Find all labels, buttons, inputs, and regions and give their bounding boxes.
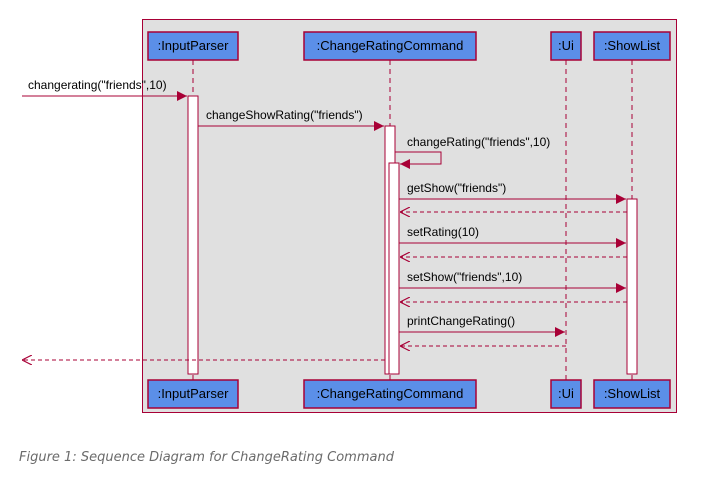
activations bbox=[187, 95, 638, 375]
participant-ui-top: :Ui bbox=[550, 31, 582, 61]
participant-changeratingcommand-bottom: :ChangeRatingCommand bbox=[303, 379, 477, 409]
figure-caption: Figure 1: Sequence Diagram for ChangeRat… bbox=[19, 450, 394, 465]
message-label: setShow("friends",10) bbox=[407, 270, 522, 284]
message-arrow-self bbox=[395, 151, 442, 169]
activation-showlist bbox=[626, 198, 638, 375]
message-label: setRating(10) bbox=[407, 225, 479, 239]
participant-label: :Ui bbox=[558, 386, 574, 401]
participant-changeratingcommand-top: :ChangeRatingCommand bbox=[303, 31, 477, 61]
participant-label: :InputParser bbox=[158, 386, 229, 401]
message-label: changerating("friends",10) bbox=[28, 78, 167, 92]
message-label: changeRating("friends",10) bbox=[407, 135, 550, 149]
message-label: printChangeRating() bbox=[407, 314, 515, 328]
sequence-diagram: changerating("friends",10) changeShowRat… bbox=[22, 19, 677, 413]
participant-label: :InputParser bbox=[158, 38, 229, 53]
participant-inputparser-bottom: :InputParser bbox=[147, 379, 239, 409]
participant-showlist-bottom: :ShowList bbox=[593, 379, 671, 409]
participant-inputparser-top: :InputParser bbox=[147, 31, 239, 61]
participants-bottom: :InputParser :ChangeRatingCommand :Ui :S… bbox=[147, 379, 671, 409]
participant-ui-bottom: :Ui bbox=[550, 379, 582, 409]
participants-top: :InputParser :ChangeRatingCommand :Ui :S… bbox=[147, 31, 671, 61]
participant-label: :Ui bbox=[558, 38, 574, 53]
participant-label: :ShowList bbox=[604, 386, 661, 401]
participant-label: :ShowList bbox=[604, 38, 661, 53]
participant-label: :ChangeRatingCommand bbox=[317, 38, 464, 53]
messages: changerating("friends",10) changeShowRat… bbox=[22, 78, 627, 360]
activation-changeratingcommand-inner bbox=[388, 162, 400, 375]
participant-showlist-top: :ShowList bbox=[593, 31, 671, 61]
message-label: changeShowRating("friends") bbox=[206, 108, 363, 122]
activation-inputparser bbox=[187, 95, 199, 375]
diagram-frame bbox=[142, 19, 677, 413]
participant-label: :ChangeRatingCommand bbox=[317, 386, 464, 401]
message-label: getShow("friends") bbox=[407, 181, 506, 195]
